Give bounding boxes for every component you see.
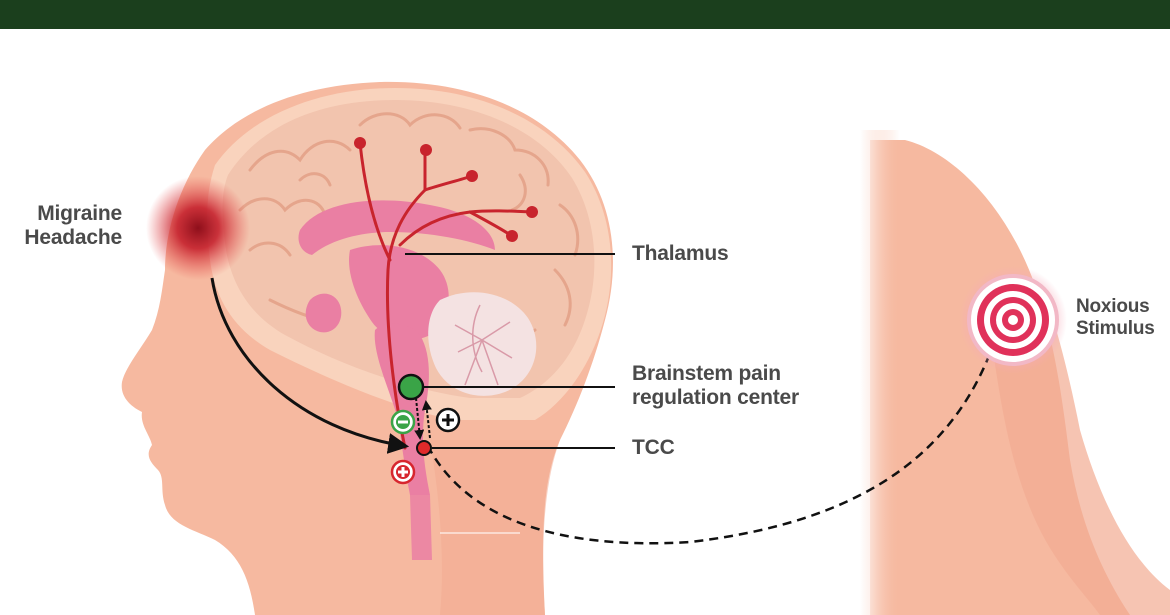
brainstem-label: Brainstem pain regulation center	[632, 362, 799, 410]
inhibit-minus-icon	[392, 411, 414, 433]
noxious-label-line1: Noxious	[1076, 296, 1155, 318]
brainstem-center-marker	[399, 375, 423, 399]
migraine-label-line1: Migraine	[10, 202, 122, 226]
migraine-headache-label: Migraine Headache	[10, 202, 122, 250]
tcc-marker	[417, 441, 431, 455]
brainstem-label-line1: Brainstem pain	[632, 362, 799, 386]
thalamus-label: Thalamus	[632, 242, 728, 266]
brainstem-label-line2: regulation center	[632, 386, 799, 410]
noxious-label-line2: Stimulus	[1076, 318, 1155, 340]
noxious-stimulus-label: Noxious Stimulus	[1076, 296, 1155, 340]
excite-plus-icon-black	[437, 409, 459, 431]
migraine-label-line2: Headache	[10, 226, 122, 250]
excite-plus-icon-red	[392, 461, 414, 483]
migraine-glow	[146, 176, 250, 280]
tcc-label: TCC	[632, 436, 675, 460]
noxious-target-icon	[959, 266, 1067, 374]
